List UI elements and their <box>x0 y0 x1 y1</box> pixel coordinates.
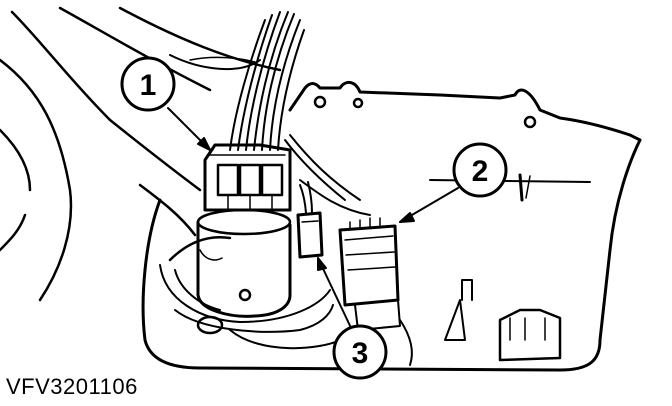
arrowhead-2 <box>399 212 415 223</box>
small-connector <box>296 181 324 259</box>
callout-leaders <box>167 107 459 331</box>
leader-line-3 <box>317 257 353 331</box>
callout-3-label: 3 <box>352 337 369 370</box>
arrowhead-1 <box>197 137 211 151</box>
lock-cylinder-ring <box>174 304 413 366</box>
callout-3: 3 <box>332 324 388 380</box>
callout-2: 2 <box>452 142 508 198</box>
ignition-switch-body <box>159 143 331 323</box>
callout-1-label: 1 <box>140 69 157 102</box>
electrical-connector <box>338 217 401 331</box>
arrowhead-3 <box>317 257 327 271</box>
trim-panel-upper <box>0 6 282 302</box>
mounting-bracket <box>444 279 562 362</box>
figure-code: VFV3201106 <box>6 374 138 399</box>
callout-2-label: 2 <box>472 155 489 188</box>
callout-1: 1 <box>120 56 176 112</box>
wiring-harness <box>229 11 371 216</box>
